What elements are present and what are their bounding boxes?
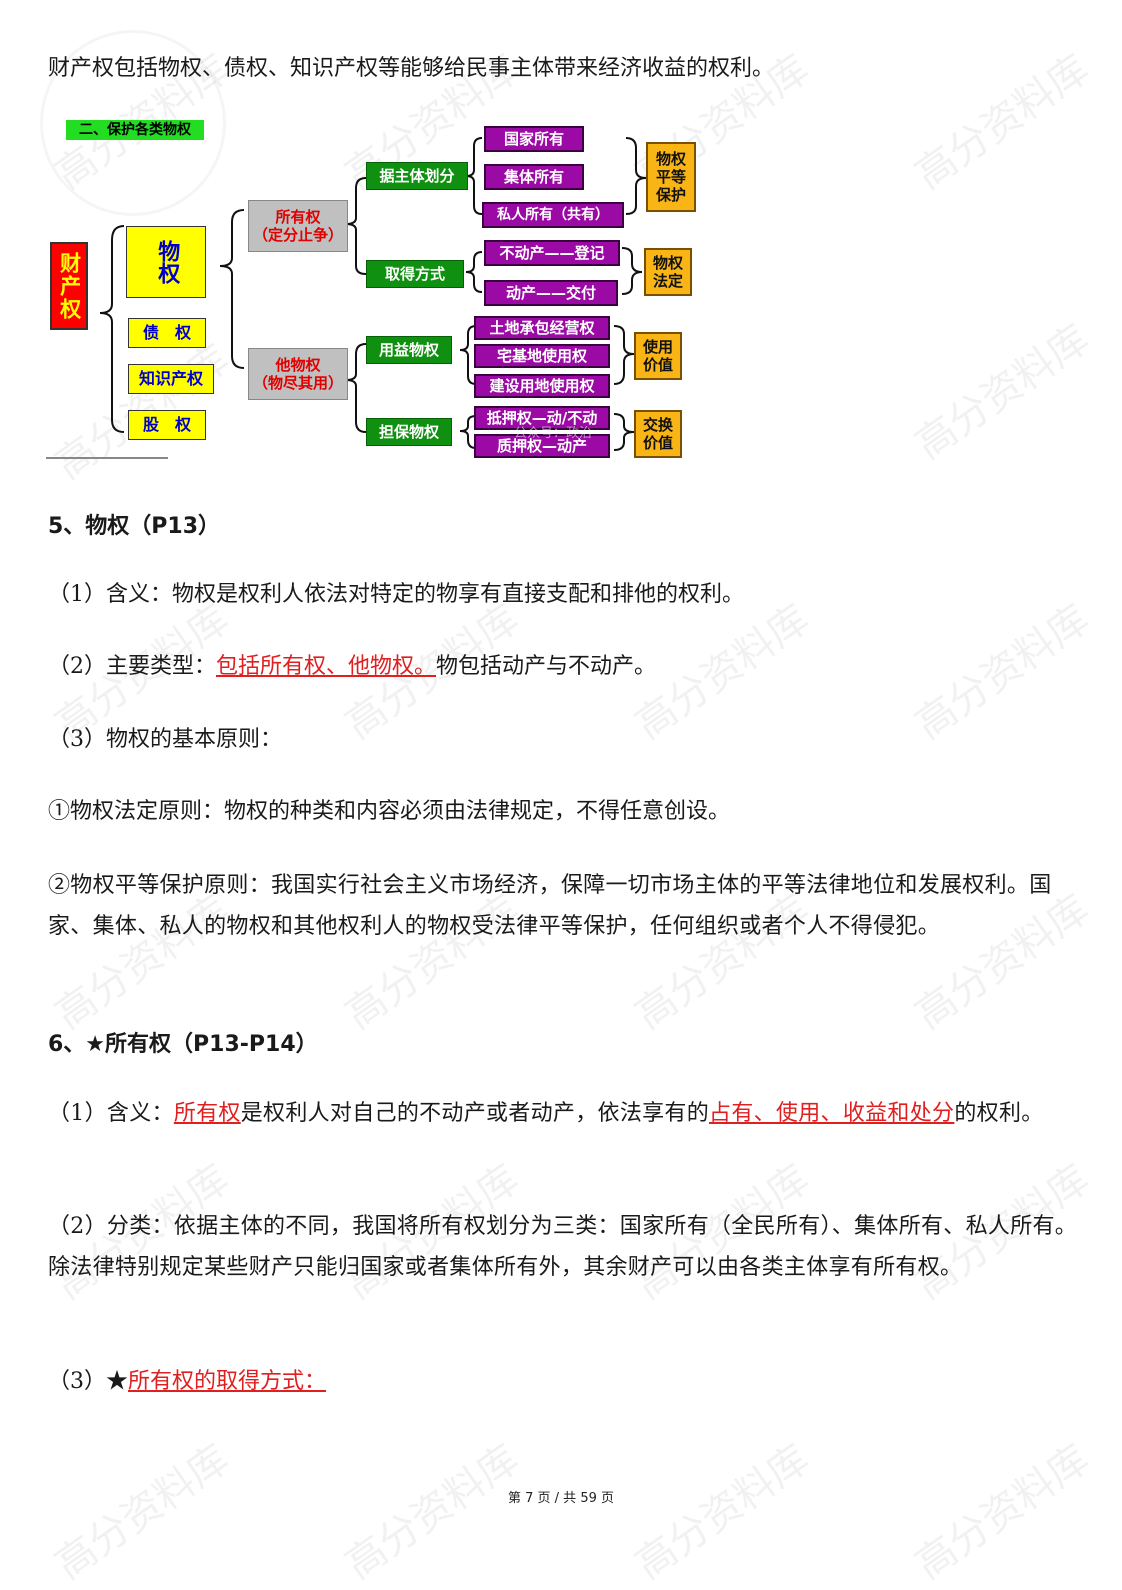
equity-rights-box: 股 权 (128, 410, 206, 440)
section-6-heading: 6、★所有权（P13-P14） (48, 1032, 318, 1057)
sec5-p2: （2）主要类型：包括所有权、他物权。物包括动产与不动产。 (48, 646, 656, 687)
state-owned-box: 国家所有 (484, 126, 584, 152)
collective-owned-box: 集体所有 (484, 164, 584, 190)
usufruct-box: 用益物权 (366, 336, 452, 364)
diagram-title: 二、保护各类物权 (66, 120, 204, 140)
sec6-p1-a: （1）含义： (48, 1101, 174, 1126)
acquisition-box: 取得方式 (366, 260, 464, 288)
sec5-p2-b: 物包括动产与不动产。 (436, 654, 657, 679)
watermark: 高分资料库 (627, 1436, 818, 1589)
use-value-note: 使用 价值 (634, 332, 682, 380)
sec6-p3-red: 所有权的取得方式： (128, 1369, 327, 1394)
immovable-registration-box: 不动产——登记 (484, 240, 620, 266)
sec5-p5: ②物权平等保护原则：我国实行社会主义市场经济，保障一切市场主体的平等法律地位和发… (48, 873, 1052, 939)
homestead-box: 宅基地使用权 (474, 344, 610, 368)
overlay-watermark: 公众号：政治 (514, 426, 593, 441)
by-subject-box: 据主体划分 (366, 162, 468, 190)
watermark: 高分资料库 (907, 46, 1098, 199)
mortgage-box: 抵押权—动/不动 (474, 406, 610, 430)
watermark: 高分资料库 (907, 316, 1098, 469)
construction-land-box: 建设用地使用权 (474, 374, 610, 398)
exchange-value-note: 交换 价值 (634, 410, 682, 458)
watermark: 高分资料库 (907, 596, 1098, 749)
sec6-p1-b: 是权利人对自己的不动产或者动产，依法享有的 (240, 1101, 710, 1126)
sec5-p2-a: （2）主要类型： (48, 654, 216, 679)
ownership-box: 所有权 （定分止争） (248, 200, 348, 252)
section-5-heading: 5、物权（P13） (48, 514, 221, 539)
sec6-p3-a: （3）★ (48, 1369, 128, 1394)
intro-text: 财产权包括物权、债权、知识产权等能够给民事主体带来经济收益的权利。 (48, 56, 775, 81)
sec6-p1-red2: 占有、使用、收益和处分 (709, 1101, 955, 1126)
sec6-p1-c: 的权利。 (954, 1101, 1044, 1126)
watermark: 高分资料库 (907, 1436, 1098, 1589)
creditor-rights-box: 债 权 (128, 318, 206, 348)
ip-rights-box: 知识产权 (128, 364, 214, 394)
security-box: 担保物权 (366, 418, 452, 446)
sec5-p2-red: 包括所有权、他物权。 (216, 654, 437, 679)
equal-protection-note: 物权 平等 保护 (646, 142, 696, 212)
sec5-p4: ①物权法定原则：物权的种类和内容必须由法律规定，不得任意创设。 (48, 799, 731, 824)
private-owned-box: 私人所有（共有） (482, 202, 624, 228)
watermark: 高分资料库 (47, 1436, 238, 1589)
root-property-rights: 财产权 (50, 242, 88, 330)
page-footer: 第 7 页 / 共 59 页 (508, 1491, 614, 1506)
land-contract-box: 土地承包经营权 (474, 316, 610, 340)
watermark: 高分资料库 (337, 1436, 528, 1589)
property-rights-diagram: 二、保护各类物权 财产权 物权 债 权 知识产权 股 权 所有权 （定分止争） … (46, 120, 726, 465)
sec6-p2: （2）分类：依据主体的不同，我国将所有权划分为三类：国家所有（全民所有）、集体所… (48, 1214, 1078, 1280)
other-rights-box: 他物权 （物尽其用） (248, 348, 348, 400)
sec6-p1: （1）含义：所有权是权利人对自己的不动产或者动产，依法享有的占有、使用、收益和处… (48, 1093, 1078, 1134)
sec5-p3: （3）物权的基本原则： (48, 727, 282, 752)
sec5-p1: （1）含义：物权是权利人依法对特定的物享有直接支配和排他的权利。 (48, 582, 744, 607)
legal-definition-note: 物权 法定 (644, 248, 692, 296)
sec6-p1-red1: 所有权 (173, 1101, 241, 1126)
pledge-box: 质押权—动产 (474, 434, 610, 458)
real-rights-box: 物权 (126, 226, 206, 298)
sec6-p3: （3）★所有权的取得方式： (48, 1361, 326, 1402)
movable-delivery-box: 动产——交付 (484, 280, 618, 306)
